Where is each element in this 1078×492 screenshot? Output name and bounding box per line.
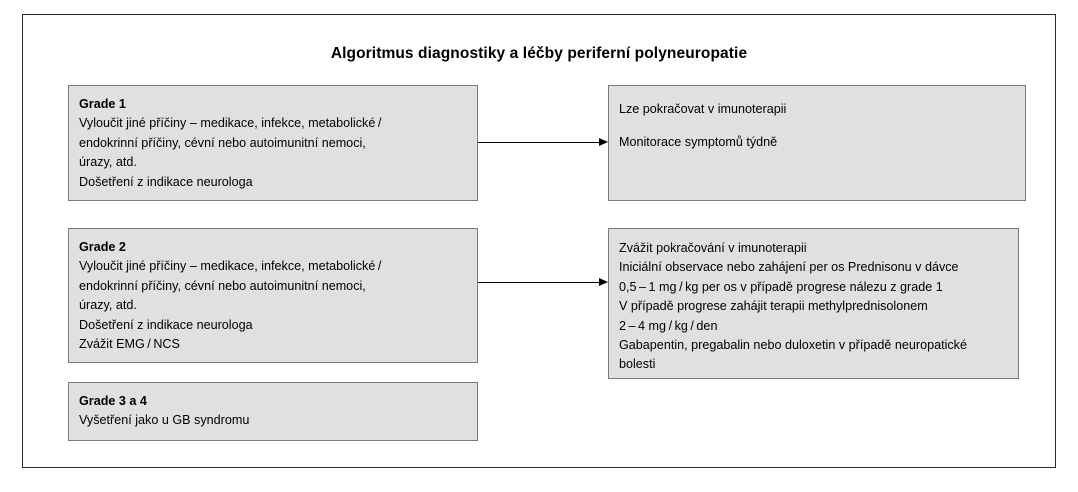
node-grade-3-and-4: Grade 3 a 4 Vyšetření jako u GB syndromu xyxy=(68,382,478,441)
node-outcome-grade-2-line-6: Gabapentin, pregabalin nebo duloxetin v … xyxy=(619,338,967,353)
node-outcome-grade-2-line-3: 0,5 – 1 mg / kg per os v případě progres… xyxy=(619,279,943,294)
node-grade-2-line-4: Došetření z indikace neurologa xyxy=(79,317,253,332)
node-grade-1-line-2: endokrinní příčiny, cévní nebo autoimuni… xyxy=(79,135,366,150)
arrow-shaft xyxy=(478,282,599,283)
node-grade-2-line-3: úrazy, atd. xyxy=(79,298,137,313)
node-outcome-grade-1-line-2: Monitorace symptomů týdně xyxy=(619,135,778,150)
node-outcome-grade-2-line-2: Iniciální observace nebo zahájení per os… xyxy=(619,260,959,275)
node-grade-2-line-2: endokrinní příčiny, cévní nebo autoimuni… xyxy=(79,278,366,293)
node-outcome-grade-2: Zvážit pokračování v imunoterapii Iniciá… xyxy=(608,228,1019,379)
node-grade-3-and-4-line-1: Vyšetření jako u GB syndromu xyxy=(79,413,250,428)
node-grade-2-line-5: Zvážit EMG / NCS xyxy=(79,337,180,352)
node-grade-1-line-4: Došetření z indikace neurologa xyxy=(79,174,253,189)
arrow-grade-1-to-outcome xyxy=(478,138,608,147)
node-outcome-grade-2-line-7: bolesti xyxy=(619,357,656,372)
node-outcome-grade-1-line-1: Lze pokračovat v imunoterapii xyxy=(619,102,787,116)
arrow-head-icon xyxy=(599,278,608,286)
node-grade-3-and-4-title: Grade 3 a 4 xyxy=(79,394,147,408)
arrow-shaft xyxy=(478,142,599,143)
arrow-head-icon xyxy=(599,138,608,146)
page-title: Algoritmus diagnostiky a léčby periferní… xyxy=(330,45,748,62)
node-grade-1-line-3: úrazy, atd. xyxy=(79,155,137,170)
node-grade-1-line-1: Vyloučit jiné příčiny – medikace, infekc… xyxy=(79,116,382,131)
node-grade-1: Grade 1 Vyloučit jiné příčiny – medikace… xyxy=(68,85,478,201)
node-grade-2-line-1: Vyloučit jiné příčiny – medikace, infekc… xyxy=(79,259,382,274)
node-outcome-grade-1: Lze pokračovat v imunoterapii Monitorace… xyxy=(608,85,1026,201)
node-grade-2: Grade 2 Vyloučit jiné příčiny – medikace… xyxy=(68,228,478,363)
arrow-grade-2-to-outcome xyxy=(478,278,608,287)
node-outcome-grade-2-line-1: Zvážit pokračování v imunoterapii xyxy=(619,241,807,255)
node-outcome-grade-2-line-5: 2 – 4 mg / kg / den xyxy=(619,318,718,333)
node-grade-2-title: Grade 2 xyxy=(79,240,126,254)
node-outcome-grade-2-line-4: V případě progrese zahájit terapii methy… xyxy=(619,299,928,314)
node-grade-1-title: Grade 1 xyxy=(79,97,126,111)
